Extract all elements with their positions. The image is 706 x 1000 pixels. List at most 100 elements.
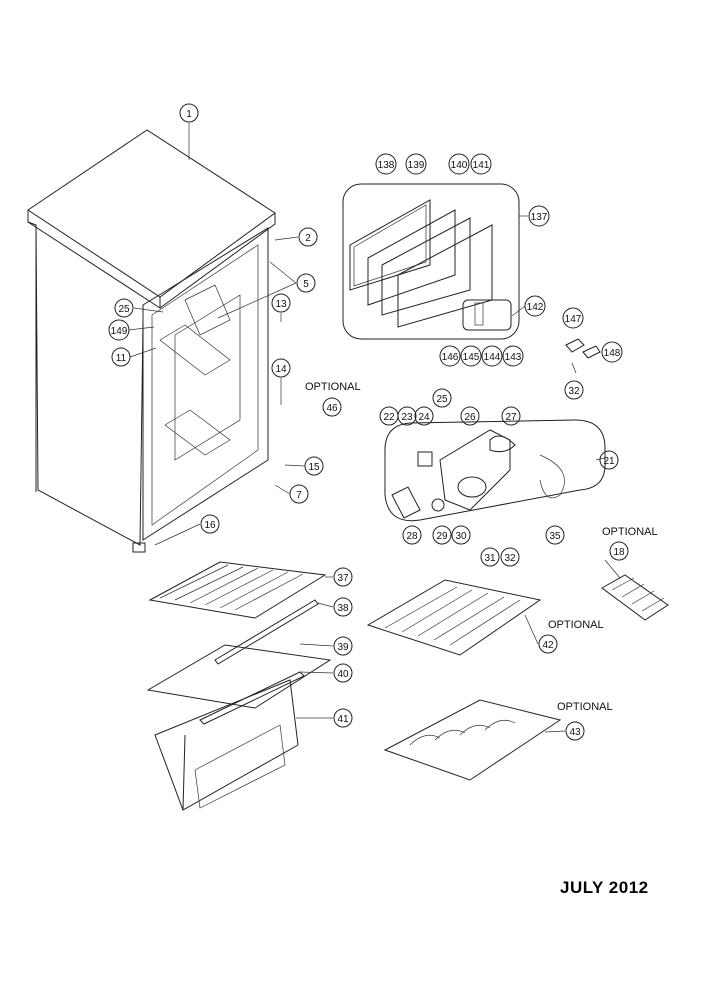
thermostat-group — [384, 419, 606, 522]
svg-text:11: 11 — [116, 353, 127, 364]
callout-7: 7 — [289, 484, 309, 504]
callout-14: 14 — [271, 358, 291, 378]
callout-27: 27 — [501, 406, 521, 426]
svg-text:21: 21 — [603, 456, 615, 467]
svg-text:142: 142 — [527, 302, 544, 313]
callout-26: 26 — [460, 406, 480, 426]
svg-text:24: 24 — [418, 412, 430, 423]
svg-text:13: 13 — [275, 299, 287, 310]
callout-18: 18 — [609, 541, 629, 561]
callout-31: 31 — [480, 547, 500, 567]
callout-32-a: 32 — [564, 380, 584, 400]
optional-label-43: OPTIONAL — [557, 701, 613, 713]
callout-5: 5 — [296, 273, 316, 293]
callout-40: 40 — [333, 663, 353, 683]
freezer-door-group — [342, 183, 520, 340]
callout-149: 149 — [108, 319, 130, 341]
callout-142: 142 — [524, 295, 546, 317]
callout-15: 15 — [304, 456, 324, 476]
callout-13: 13 — [271, 293, 291, 313]
svg-text:145: 145 — [463, 352, 480, 363]
svg-text:46: 46 — [326, 403, 338, 414]
callout-11: 11 — [111, 347, 131, 367]
svg-text:31: 31 — [484, 553, 496, 564]
svg-text:26: 26 — [464, 412, 476, 423]
wire-shelf — [148, 561, 327, 665]
optional-label-42: OPTIONAL — [548, 619, 604, 631]
ice-tray — [601, 574, 669, 621]
callout-144: 144 — [481, 345, 503, 367]
callout-139: 139 — [405, 153, 427, 175]
callout-25-b: 25 — [432, 388, 452, 408]
svg-text:38: 38 — [337, 603, 349, 614]
callout-140: 140 — [448, 153, 470, 175]
callout-30: 30 — [451, 525, 471, 545]
svg-text:23: 23 — [401, 412, 413, 423]
svg-text:143: 143 — [505, 352, 522, 363]
callout-1: 1 — [179, 103, 199, 123]
svg-text:30: 30 — [455, 531, 467, 542]
callout-24: 24 — [414, 406, 434, 426]
callout-42: 42 — [538, 634, 558, 654]
callout-46: 46 — [322, 397, 342, 417]
svg-text:5: 5 — [303, 279, 309, 290]
svg-text:144: 144 — [484, 352, 501, 363]
svg-text:2: 2 — [305, 233, 311, 244]
svg-text:25: 25 — [118, 304, 130, 315]
svg-text:43: 43 — [569, 727, 581, 738]
svg-text:28: 28 — [406, 531, 418, 542]
svg-text:146: 146 — [442, 352, 459, 363]
callout-138: 138 — [375, 153, 397, 175]
svg-text:40: 40 — [337, 669, 349, 680]
svg-text:18: 18 — [613, 547, 625, 558]
callout-2: 2 — [298, 227, 318, 247]
svg-text:139: 139 — [408, 160, 425, 171]
svg-text:1: 1 — [186, 109, 192, 120]
leader-lines — [128, 123, 621, 733]
svg-text:42: 42 — [542, 640, 554, 651]
callout-21: 21 — [599, 450, 619, 470]
svg-text:41: 41 — [337, 714, 349, 725]
callout-141: 141 — [470, 153, 492, 175]
svg-text:32: 32 — [568, 386, 580, 397]
callout-16: 16 — [200, 514, 220, 534]
callout-23: 23 — [397, 406, 417, 426]
svg-text:27: 27 — [505, 412, 517, 423]
callout-147: 147 — [562, 307, 584, 329]
svg-text:7: 7 — [296, 490, 302, 501]
callouts: 1 2 5 13 25 149 11 14 46 15 7 16 138 139… — [108, 103, 629, 741]
svg-text:32: 32 — [504, 553, 516, 564]
svg-text:16: 16 — [204, 520, 216, 531]
svg-text:22: 22 — [383, 412, 395, 423]
callout-38: 38 — [333, 597, 353, 617]
svg-text:140: 140 — [451, 160, 468, 171]
svg-text:35: 35 — [549, 531, 561, 542]
wire-shelf-optional — [366, 579, 542, 656]
cabinet — [27, 129, 276, 553]
wine-rack — [383, 699, 562, 781]
svg-text:148: 148 — [604, 348, 621, 359]
callout-25-a: 25 — [114, 298, 134, 318]
svg-text:137: 137 — [531, 212, 548, 223]
callout-145: 145 — [460, 345, 482, 367]
glass-shelf — [146, 644, 332, 725]
svg-text:39: 39 — [337, 642, 349, 653]
callout-35: 35 — [545, 525, 565, 545]
optional-label-18: OPTIONAL — [602, 526, 658, 538]
callout-41: 41 — [333, 708, 353, 728]
callout-43: 43 — [565, 721, 585, 741]
svg-text:147: 147 — [565, 314, 582, 325]
callout-29: 29 — [432, 525, 452, 545]
crisper-drawer — [154, 679, 299, 811]
svg-text:29: 29 — [436, 531, 448, 542]
callout-146: 146 — [439, 345, 461, 367]
small-bracket-parts — [565, 338, 601, 374]
svg-text:15: 15 — [308, 462, 320, 473]
callout-32-b: 32 — [500, 547, 520, 567]
callout-143: 143 — [502, 345, 524, 367]
callout-137: 137 — [528, 205, 550, 227]
callout-39: 39 — [333, 636, 353, 656]
svg-text:14: 14 — [275, 364, 287, 375]
callout-37: 37 — [333, 567, 353, 587]
